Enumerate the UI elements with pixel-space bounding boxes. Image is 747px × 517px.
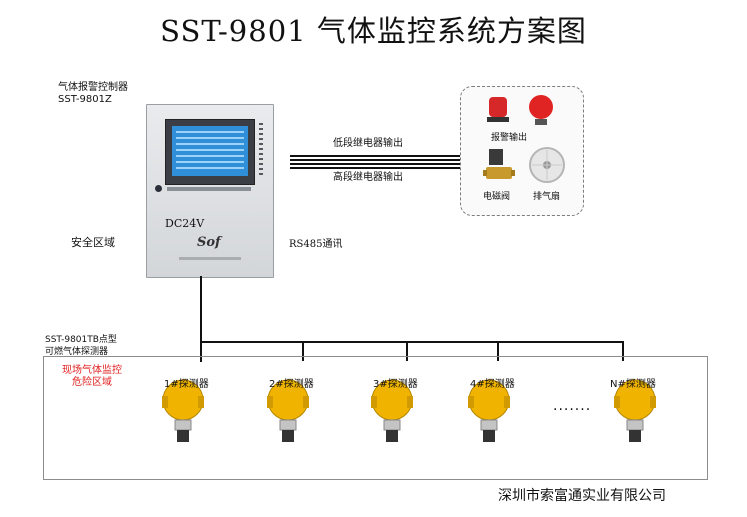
- hazard-zone-line2: 危险区域: [72, 377, 112, 388]
- diagram-title: SST-9801 气体监控系统方案图: [160, 14, 587, 48]
- key-switch-icon: [155, 185, 162, 192]
- nameplate: [179, 257, 241, 260]
- low-relay-label: 低段继电器输出: [333, 138, 403, 149]
- ellipsis: ·······: [553, 402, 592, 418]
- bus-drop-n: [622, 341, 624, 361]
- detector-kind: 可燃气体探测器: [45, 347, 109, 357]
- high-relay-line-2: [290, 167, 460, 169]
- gas-detector-icon: [162, 379, 204, 442]
- controller-model: SST-9801Z: [58, 94, 112, 105]
- company-name: 深圳市索富通实业有限公司: [498, 488, 666, 504]
- high-relay-line: [290, 163, 460, 165]
- gas-detector-icon: [468, 379, 510, 442]
- bus-horizontal-line: [200, 341, 624, 343]
- controller-button-row: [167, 187, 251, 191]
- low-relay-line: [290, 155, 460, 157]
- gas-detector-icon: [614, 379, 656, 442]
- detector-label: N#探测器: [610, 379, 656, 390]
- hazard-zone-label: 现场气体监控 危险区域: [62, 365, 122, 389]
- fan-label: 排气扇: [533, 192, 561, 202]
- hazard-zone-frame: [43, 356, 708, 480]
- detector-label: 2#探测器: [269, 379, 314, 390]
- bus-vertical-line: [200, 276, 202, 362]
- brand-logo: Sof: [197, 235, 221, 250]
- controller-cabinet: DC24V Sof: [146, 104, 274, 278]
- output-devices-box: 报警输出 电磁阀 排气扇: [460, 86, 584, 216]
- detector-type-label: SST-9801TB点型 可燃气体探测器: [45, 334, 117, 358]
- detector-label: 3#探测器: [373, 379, 418, 390]
- alarm-output-label: 报警输出: [491, 133, 528, 143]
- gas-detector-icon: [371, 379, 413, 442]
- controller-panel: [165, 119, 255, 185]
- high-relay-label: 高段继电器输出: [333, 172, 403, 183]
- controller-label: 气体报警控制器 SST-9801Z: [58, 82, 128, 106]
- alarm-light-icon: [487, 95, 553, 125]
- rs485-label: RS485通讯: [289, 239, 343, 250]
- exhaust-fan-icon: [529, 147, 565, 183]
- safe-zone-label: 安全区域: [71, 236, 115, 249]
- gas-detector-icon: [267, 379, 309, 442]
- power-label: DC24V: [165, 217, 205, 230]
- bus-drop-2: [302, 341, 304, 361]
- valve-label: 电磁阀: [483, 192, 511, 202]
- bus-drop-4: [497, 341, 499, 361]
- controller-display: [172, 126, 248, 176]
- led-column: [259, 123, 263, 175]
- low-relay-line-2: [290, 159, 460, 161]
- detector-label: 4#探测器: [470, 379, 515, 390]
- detector-model: SST-9801TB点型: [45, 335, 117, 345]
- hazard-zone-line1: 现场气体监控: [62, 365, 122, 376]
- solenoid-valve-icon: [483, 149, 515, 179]
- detector-label: 1#探测器: [164, 379, 209, 390]
- bus-drop-3: [406, 341, 408, 361]
- controller-name: 气体报警控制器: [58, 82, 128, 93]
